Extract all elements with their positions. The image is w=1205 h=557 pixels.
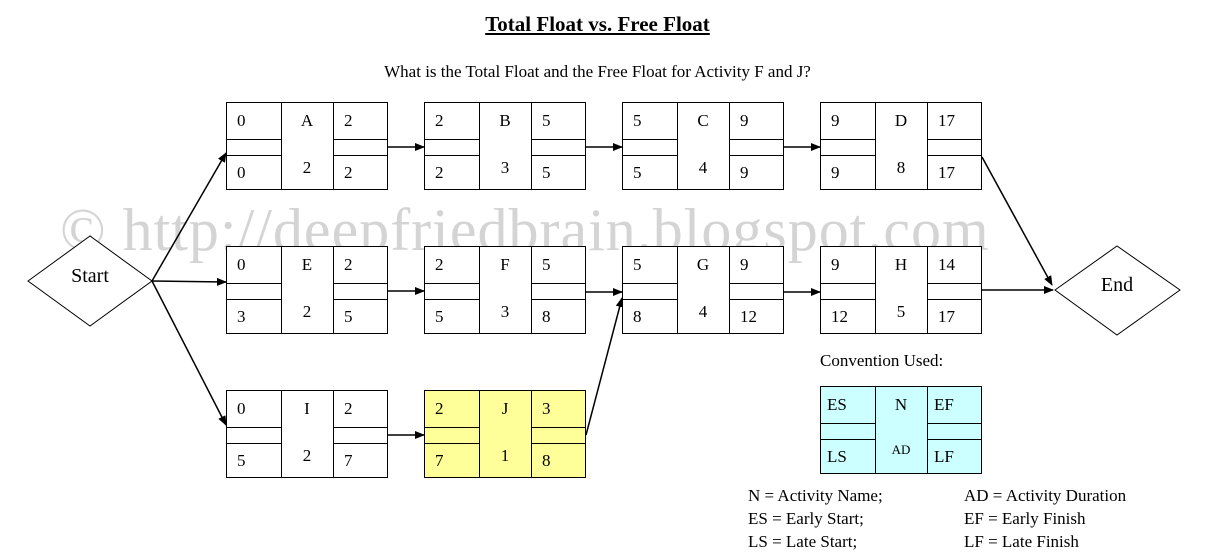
- early-start: 5: [623, 247, 677, 284]
- early-start: 0: [227, 391, 281, 428]
- early-finish: 14: [928, 247, 982, 284]
- ef-key: EF: [928, 387, 982, 424]
- activity-g: 5 8 G 4 9 12: [622, 246, 784, 334]
- arrow-d-end: [981, 156, 1053, 286]
- late-finish: 2: [344, 162, 353, 182]
- late-start: 12: [831, 306, 848, 326]
- end-node: [1054, 245, 1181, 336]
- late-finish: 8: [542, 450, 551, 470]
- late-start: 8: [633, 306, 642, 326]
- activity-f: 2 5 F 3 5 8: [424, 246, 586, 334]
- activity-name: A: [300, 111, 314, 130]
- activity-j: 2 7 J 1 3 8: [424, 390, 586, 478]
- early-finish: 9: [730, 247, 784, 284]
- early-finish: 17: [928, 103, 982, 140]
- diagram-title: Total Float vs. Free Float: [485, 12, 710, 36]
- lf-key: LF: [934, 446, 954, 466]
- late-finish: 8: [542, 306, 551, 326]
- arrow-start-i: [151, 280, 227, 426]
- question-text: What is the Total Float and the Free Flo…: [384, 62, 811, 81]
- early-start: 0: [227, 103, 281, 140]
- early-finish: 2: [334, 247, 388, 284]
- activity-c: 5 5 C 4 9 9: [622, 102, 784, 190]
- late-finish: 5: [344, 306, 353, 326]
- late-finish: 9: [740, 162, 749, 182]
- ad-key: AD: [891, 442, 911, 457]
- late-finish: 12: [740, 306, 757, 326]
- arrow-start-a: [151, 152, 227, 282]
- activity-name: C: [697, 111, 709, 130]
- activity-a: 0 0 A 2 2 2: [226, 102, 388, 190]
- late-start: 5: [435, 306, 444, 326]
- late-start: 2: [435, 162, 444, 182]
- activity-name: H: [894, 255, 908, 274]
- late-start: 5: [633, 162, 642, 182]
- late-finish: 5: [542, 162, 551, 182]
- activity-i: 0 5 I 2 2 7: [226, 390, 388, 478]
- activity-name: G: [696, 255, 710, 274]
- early-finish: 5: [532, 247, 586, 284]
- activity-b: 2 2 B 3 5 5: [424, 102, 586, 190]
- late-start: 5: [237, 450, 246, 470]
- start-label: Start: [71, 265, 109, 287]
- activity-duration: 3: [500, 158, 510, 177]
- early-start: 9: [821, 247, 875, 284]
- es-key: ES: [821, 387, 875, 424]
- late-start: 0: [237, 162, 246, 182]
- late-finish: 17: [938, 306, 955, 326]
- activity-duration: 2: [302, 446, 312, 465]
- activity-duration: 2: [302, 302, 312, 321]
- activity-name: B: [499, 111, 511, 130]
- n-key: N: [894, 395, 908, 414]
- activity-duration: 3: [500, 302, 510, 321]
- early-finish: 9: [730, 103, 784, 140]
- early-start: 5: [623, 103, 677, 140]
- late-start: 9: [831, 162, 840, 182]
- end-label: End: [1100, 274, 1134, 296]
- ls-key: LS: [827, 446, 847, 466]
- arrow-start-e: [151, 277, 227, 286]
- early-finish: 3: [532, 391, 586, 428]
- activity-duration: 4: [698, 158, 708, 177]
- early-finish: 2: [334, 103, 388, 140]
- early-start: 2: [425, 247, 479, 284]
- legend-lf: LF = Late Finish: [964, 532, 1079, 551]
- early-start: 2: [425, 391, 479, 428]
- activity-d: 9 9 D 8 17 17: [820, 102, 982, 190]
- activity-name: E: [301, 255, 313, 274]
- convention-box: ES LS N AD EF LF: [820, 386, 982, 474]
- legend-es: ES = Early Start;: [748, 509, 864, 528]
- legend-ef: EF = Early Finish: [964, 509, 1086, 528]
- legend-ls: LS = Late Start;: [748, 532, 858, 551]
- legend-ad: AD = Activity Duration: [964, 486, 1127, 505]
- legend-n: N = Activity Name;: [748, 486, 883, 505]
- late-finish: 17: [938, 162, 955, 182]
- late-finish: 7: [344, 450, 353, 470]
- early-finish: 5: [532, 103, 586, 140]
- early-start: 0: [227, 247, 281, 284]
- early-finish: 2: [334, 391, 388, 428]
- arrow-j-g: [585, 297, 624, 436]
- late-start: 7: [435, 450, 444, 470]
- activity-name: I: [304, 399, 310, 418]
- activity-duration: 4: [698, 302, 708, 321]
- activity-e: 0 3 E 2 2 5: [226, 246, 388, 334]
- early-start: 9: [821, 103, 875, 140]
- convention-caption: Convention Used:: [820, 351, 944, 370]
- activity-duration: 8: [896, 158, 906, 177]
- activity-name: J: [501, 399, 509, 418]
- activity-name: D: [894, 111, 908, 130]
- late-start: 3: [237, 306, 246, 326]
- activity-duration: 2: [302, 158, 312, 177]
- early-start: 2: [425, 103, 479, 140]
- activity-duration: 5: [896, 302, 906, 321]
- activity-h: 9 12 H 5 14 17: [820, 246, 982, 334]
- activity-duration: 1: [500, 446, 510, 465]
- activity-name: F: [500, 255, 510, 274]
